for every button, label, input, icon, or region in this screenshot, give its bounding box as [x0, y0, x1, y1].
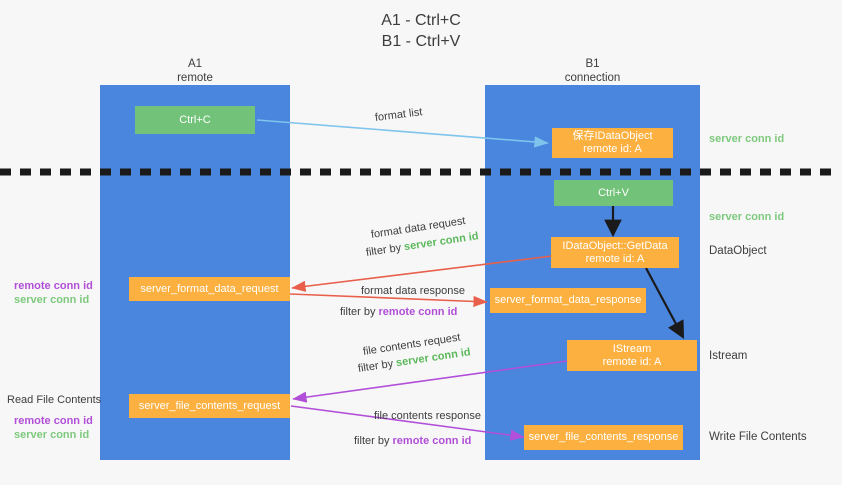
edge-label-format-data-response-text: format data response — [361, 285, 465, 297]
box-server-format-data-request-label: server_format_data_request — [140, 282, 279, 295]
box-idataobject-getdata[interactable]: IDataObject::GetData remote id: A — [551, 237, 679, 268]
box-saved-idataobject-line2: remote id: A — [583, 143, 642, 155]
edge-label-format-list-text: format list — [374, 106, 424, 124]
annotation-left-read-file-contents: Read File Contents — [7, 394, 102, 406]
box-ctrl-v-label: Ctrl+V — [598, 186, 629, 199]
filter-prefix: filter by — [340, 306, 379, 318]
box-server-file-contents-response[interactable]: server_file_contents_response — [524, 425, 683, 450]
box-saved-idataobject[interactable]: 保存IDataObject remote id: A — [552, 128, 673, 158]
edge-label-format-data-response: format data response — [361, 284, 465, 298]
box-istream-line2: remote id: A — [602, 355, 662, 368]
annotation-right-write-file-contents: Write File Contents — [709, 431, 807, 443]
lane-header-a1: A1 remote — [100, 58, 290, 85]
annotation-right-server-conn-top: server conn id — [709, 133, 785, 145]
box-server-format-data-request[interactable]: server_format_data_request — [129, 277, 290, 301]
annotation-left-remote-conn-2: remote conn id — [14, 415, 93, 427]
annotation-right-server-conn-second: server conn id — [709, 211, 785, 223]
filter-key-remote-conn-id: remote conn id — [378, 306, 458, 318]
annotation-right-istream: Istream — [709, 350, 748, 362]
box-server-format-data-response-label: server_format_data_response — [494, 294, 642, 306]
box-server-file-contents-response-label: server_file_contents_response — [528, 431, 679, 443]
filter-prefix: filter by — [354, 435, 393, 447]
lane-b1-sub: connection — [564, 71, 621, 84]
annotation-left-server-conn-1: server conn id — [14, 294, 90, 306]
box-server-file-contents-request[interactable]: server_file_contents_request — [129, 394, 290, 418]
title-line-2: B1 - Ctrl+V — [381, 33, 461, 50]
box-ctrl-c[interactable]: Ctrl+C — [135, 106, 255, 134]
box-server-format-data-response[interactable]: server_format_data_response — [490, 288, 646, 313]
lane-header-b1: B1 connection — [485, 58, 700, 85]
box-idataobject-getdata-line1: IDataObject::GetData — [562, 239, 668, 252]
edge-label-file-contents-response: file contents response — [374, 409, 481, 423]
annotation-left-remote-conn-1: remote conn id — [14, 280, 93, 292]
edge-label-file-contents-response-filter: filter by remote conn id — [354, 434, 471, 448]
filter-key-remote-conn-id: remote conn id — [392, 435, 472, 447]
box-ctrl-c-label: Ctrl+C — [179, 113, 211, 126]
box-saved-idataobject-line1: 保存IDataObject — [572, 130, 653, 142]
lane-b1-name: B1 — [585, 58, 600, 70]
box-idataobject-getdata-line2: remote id: A — [585, 252, 645, 265]
edge-label-format-data-response-filter: filter by remote conn id — [340, 305, 457, 319]
annotation-left-server-conn-2: server conn id — [14, 429, 90, 441]
filter-prefix: filter by — [357, 357, 397, 375]
title-line-1: A1 - Ctrl+C — [381, 12, 461, 29]
edge-label-format-list: format list — [374, 105, 423, 125]
filter-prefix: filter by — [365, 241, 405, 259]
box-istream-line1: IStream — [612, 342, 652, 355]
box-server-file-contents-request-label: server_file_contents_request — [138, 399, 281, 412]
lane-a1-sub: remote — [177, 71, 213, 84]
page-title: A1 - Ctrl+C B1 - Ctrl+V — [0, 10, 842, 52]
annotation-right-dataobject: DataObject — [709, 245, 767, 257]
box-ctrl-v[interactable]: Ctrl+V — [554, 180, 673, 206]
box-istream[interactable]: IStream remote id: A — [567, 340, 697, 371]
edge-label-file-contents-response-text: file contents response — [374, 410, 482, 422]
lane-a1-name: A1 — [187, 58, 203, 70]
